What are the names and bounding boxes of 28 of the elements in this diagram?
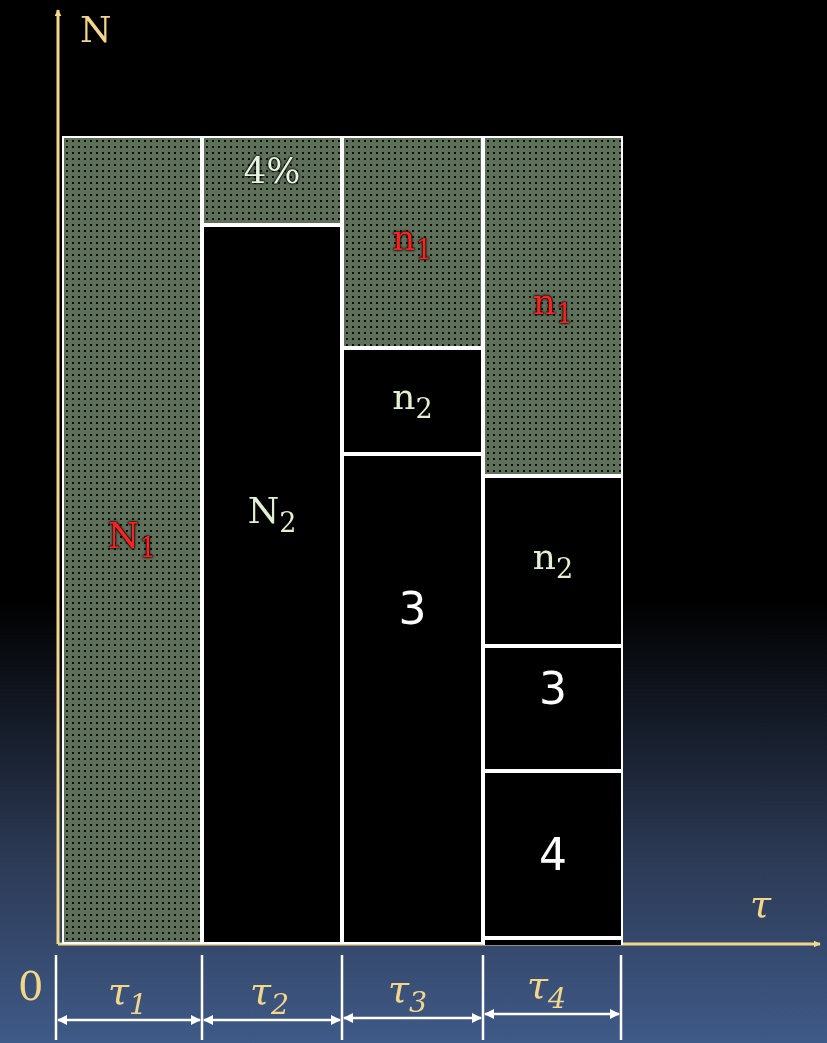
block-label: 4% (243, 152, 301, 189)
block (483, 476, 623, 646)
interval-label: τ$_{2}$ (250, 972, 290, 1020)
block (483, 771, 623, 938)
block-label: N$_{2}$ (247, 492, 297, 537)
axis-label: τ (750, 885, 772, 923)
axis-label: N (80, 12, 112, 48)
interval-label: τ$_{4}$ (527, 966, 567, 1014)
shaded-block (62, 136, 202, 944)
block (483, 646, 623, 771)
block (483, 938, 623, 945)
shaded-block (202, 136, 342, 225)
block-label: n$_{2}$ (532, 539, 574, 583)
block (342, 348, 483, 454)
block-label: 3 (539, 666, 567, 711)
block-label: n$_{1}$ (392, 220, 433, 264)
interval-label: τ$_{1}$ (108, 972, 148, 1020)
interval-label: τ$_{3}$ (388, 970, 428, 1018)
block-label: N$_{1}$ (107, 518, 157, 562)
block (342, 454, 483, 944)
block-label: n$_{2}$ (392, 379, 433, 423)
shaded-block (483, 136, 623, 476)
block (202, 225, 342, 944)
block-label: 4 (539, 832, 567, 877)
block-label: 3 (398, 587, 427, 631)
origin-label: 0 (18, 966, 44, 1006)
block-label: n$_{1}$ (532, 284, 574, 328)
shaded-block (342, 136, 483, 348)
